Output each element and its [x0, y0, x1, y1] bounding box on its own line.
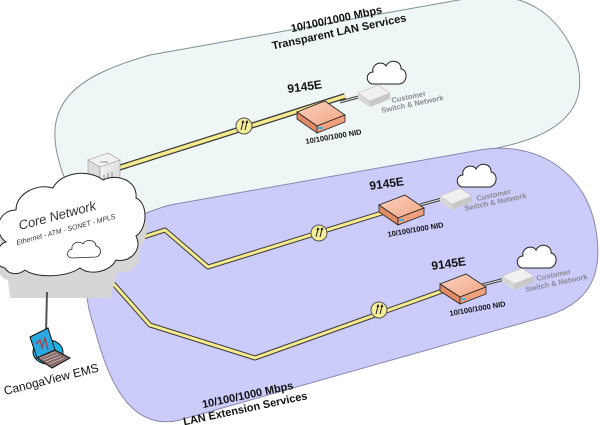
customer-cloud-icon [366, 60, 407, 85]
customer-switch-icon [357, 84, 391, 107]
customer-switch-icon [439, 187, 473, 210]
switch-label: CORE [100, 160, 108, 164]
nid-device-icon [296, 100, 346, 134]
ems-link [45, 291, 48, 334]
fiber-splice-icon [370, 301, 388, 319]
fiber-splice-icon [310, 224, 328, 242]
laptop-icon [29, 327, 72, 369]
nid-device-icon [378, 194, 425, 226]
device-model: 9145E [286, 77, 322, 96]
device-model: 9145E [430, 254, 466, 273]
nid-device-icon [439, 273, 487, 305]
device-model: 9145E [368, 174, 404, 193]
customer-switch-icon [501, 267, 535, 290]
fiber-link-3 [86, 253, 446, 361]
fiber-splice-icon [235, 117, 253, 135]
customer-cloud-icon [516, 244, 557, 269]
customer-cloud-icon [456, 163, 497, 188]
core-network-cloud: Core Network Ethernet - ATM - SONET - MP… [0, 172, 147, 298]
